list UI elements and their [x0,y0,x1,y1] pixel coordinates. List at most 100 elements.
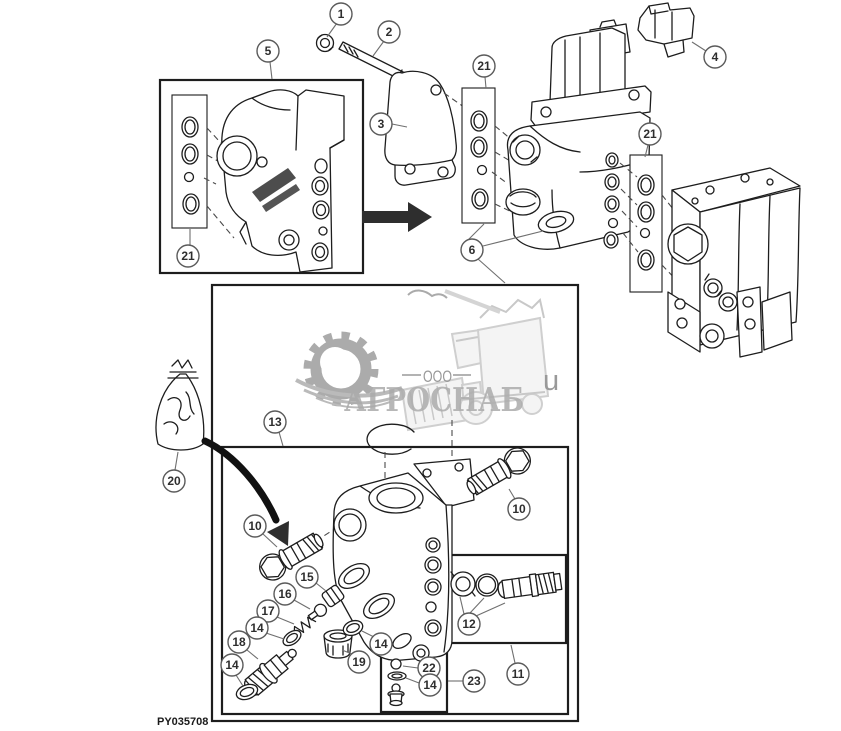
watermark-outer-box [210,283,580,723]
svg-text:16: 16 [278,587,292,601]
seal-strip-21-right [619,154,685,293]
leader-line-12 [459,596,465,615]
callout-14-22[interactable]: 14 [418,673,442,697]
leader-line-22 [402,665,419,669]
callout-11-25[interactable]: 11 [506,662,530,686]
svg-text:11: 11 [512,667,525,681]
callout-14-16[interactable]: 14 [245,616,269,640]
svg-text:14: 14 [225,658,239,672]
leader-line-13 [278,431,284,447]
svg-text:21: 21 [181,249,195,263]
watermark-side-letter: u [543,365,559,397]
leader-line-15 [315,582,327,592]
svg-text:1: 1 [338,7,345,21]
watermark: ООО АГРОСНАБ u [295,289,559,432]
callout-10-11[interactable]: 10 [243,514,267,538]
check-valve-kit-23 [387,658,407,707]
detail-box-5 [158,78,365,275]
callout-23-23[interactable]: 23 [462,669,486,693]
leader-line-6 [477,258,506,284]
svg-text:10: 10 [512,502,526,516]
svg-text:22: 22 [422,661,436,675]
oring-part-14-c [342,619,364,637]
callout-20-10[interactable]: 20 [162,469,186,493]
svg-text:18: 18 [232,635,246,649]
leader-line-12 [475,602,506,617]
leader-line-20 [174,451,179,471]
callout-3-2[interactable]: 3 [369,112,393,136]
cartridge-valve-10-right [466,447,531,496]
callout-10-12[interactable]: 10 [507,497,531,521]
leader-line-3 [391,123,408,128]
callout-14-18[interactable]: 14 [220,653,244,677]
svg-text:21: 21 [477,59,491,73]
spring-part-17 [293,616,317,634]
leader-line-18 [246,649,259,660]
callout-16-14[interactable]: 16 [273,582,297,606]
cartridge-valve-10-left [259,532,324,581]
svg-text:3: 3 [378,117,385,131]
svg-text:2: 2 [386,25,393,39]
callout-5-4[interactable]: 5 [256,39,280,63]
svg-text:21: 21 [643,127,657,141]
callout-12-24[interactable]: 12 [457,612,481,636]
combine-harvester-watermark [400,289,550,432]
watermark-company-prefix: ООО [423,367,452,386]
callout-17-15[interactable]: 17 [256,599,280,623]
svg-text:6: 6 [469,243,476,257]
callout-14-20[interactable]: 14 [369,632,393,656]
callout-4-3[interactable]: 4 [703,45,727,69]
leader-line-5 [269,61,273,80]
callout-1-0[interactable]: 1 [329,2,353,26]
leader-line-21 [484,76,487,89]
leader-line-16 [293,599,311,610]
curved-arrow [201,437,289,546]
leader-line-11 [510,644,516,664]
watermark-company-name: АГРОСНАБ [344,380,524,419]
leader-line-6 [482,230,544,247]
cap-part-15 [321,584,345,608]
direction-arrow [362,202,432,232]
svg-text:23: 23 [467,674,481,688]
callout-19-19[interactable]: 19 [347,650,371,674]
callout-15-13[interactable]: 15 [295,565,319,589]
leader-line-2 [372,40,385,57]
svg-text:14: 14 [250,621,264,635]
svg-text:12: 12 [462,617,476,631]
svg-text:14: 14 [374,637,388,651]
leader-line-14 [405,677,420,684]
callout-21-7[interactable]: 21 [472,54,496,78]
valve-housing-box13 [332,458,475,662]
callout-6-5[interactable]: 6 [460,238,484,262]
svg-text:17: 17 [261,604,275,618]
bracket-part-3 [384,70,472,186]
nut-part-1 [315,33,335,53]
leader-line-19 [341,649,353,655]
svg-text:20: 20 [167,474,181,488]
valve-block-right [667,167,801,358]
seal-kit-parts-12 [450,571,563,600]
svg-text:19: 19 [352,655,366,669]
callout-13-9[interactable]: 13 [263,410,287,434]
main-valve-assembly [505,19,652,250]
leader-line-12 [469,597,485,614]
callout-21-6[interactable]: 21 [176,244,200,268]
seal-strip-21-left [171,94,235,239]
callout-21-8[interactable]: 21 [638,122,662,146]
leader-line-21 [644,144,649,158]
leader-line-1 [326,22,338,38]
callout-2-1[interactable]: 2 [377,20,401,44]
seal-strip-21-middle [461,87,517,224]
detail-box-13 [220,445,570,716]
svg-text:14: 14 [423,678,437,692]
leader-line-17 [276,616,295,625]
leader-line-14 [265,632,285,640]
svg-text:15: 15 [300,570,314,584]
callout-18-17[interactable]: 18 [227,630,251,654]
figure-code: PY035708 [157,716,208,728]
svg-text:4: 4 [712,50,719,64]
cover-clip-part-4 [637,2,695,58]
leader-line-14 [361,630,375,638]
